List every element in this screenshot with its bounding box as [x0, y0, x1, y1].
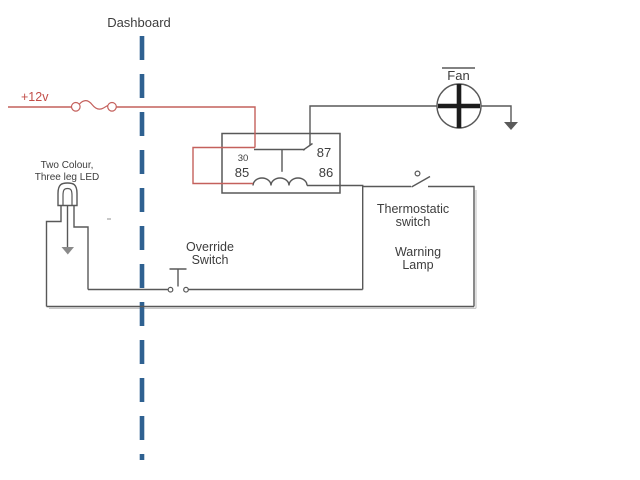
fan-ground-icon [504, 122, 518, 130]
led-icon-outer [57, 182, 78, 207]
led-note-line2: Three leg LED [35, 172, 99, 183]
fuse-circle-right [107, 101, 117, 112]
warning-lamp-label-line1: Warning [395, 245, 441, 259]
fuse-circle-left [70, 101, 81, 112]
dark-wiring [45, 67, 518, 308]
dashboard-label: Dashboard [107, 15, 171, 30]
override-switch-plunger-icon [169, 268, 187, 287]
relay-contact-blade [302, 142, 313, 151]
relay-terminal-86-label: 86 [319, 165, 333, 180]
relay-box [221, 132, 341, 194]
fan-icon-cross [438, 84, 480, 128]
override-switch-contact-left [167, 286, 174, 293]
fuse-icon [70, 100, 117, 112]
supply-voltage-label: +12v [21, 90, 49, 104]
shadow-lines [49, 190, 477, 309]
override-switch-label-line1: Override [186, 240, 234, 254]
thermostatic-switch-label-line2: switch [396, 215, 431, 229]
relay-coil [252, 177, 308, 186]
fan-feed-wire [309, 105, 437, 145]
thermostatic-switch-blade [411, 175, 431, 188]
led-note-line1: Two Colour, [41, 160, 94, 171]
relay-terminal-30-label: 30 [238, 153, 249, 164]
override-switch-contact-right [183, 286, 189, 293]
supply-wire-to-relay [116, 106, 256, 148]
led-ground-icon [61, 247, 74, 255]
fan-ground-wire [481, 105, 512, 122]
relay-coil-feed-wire [192, 146, 255, 185]
override-switch-label-line2: Switch [192, 253, 229, 267]
led-icon-inner [62, 187, 73, 206]
relay-terminal-85-label: 85 [235, 165, 249, 180]
thermostatic-switch-label-line1: Thermostatic [377, 202, 449, 216]
fuse-wave [79, 100, 109, 110]
warning-box-top-right-wire [428, 185, 475, 307]
led-right-leg-wire [73, 205, 89, 290]
red-wiring [8, 100, 256, 185]
led-left-leg-wire [45, 205, 62, 307]
fan-label: Fan [447, 68, 469, 83]
coil-86-wire [307, 184, 364, 290]
diagram-labels: Dashboard Fan Two Colour, Three leg LED … [35, 15, 470, 272]
relay-terminal-87-label: 87 [317, 145, 331, 160]
speck [107, 218, 111, 220]
thermostatic-switch-contact-dot [414, 170, 421, 177]
warning-lamp-label-line2: Lamp [402, 258, 433, 272]
